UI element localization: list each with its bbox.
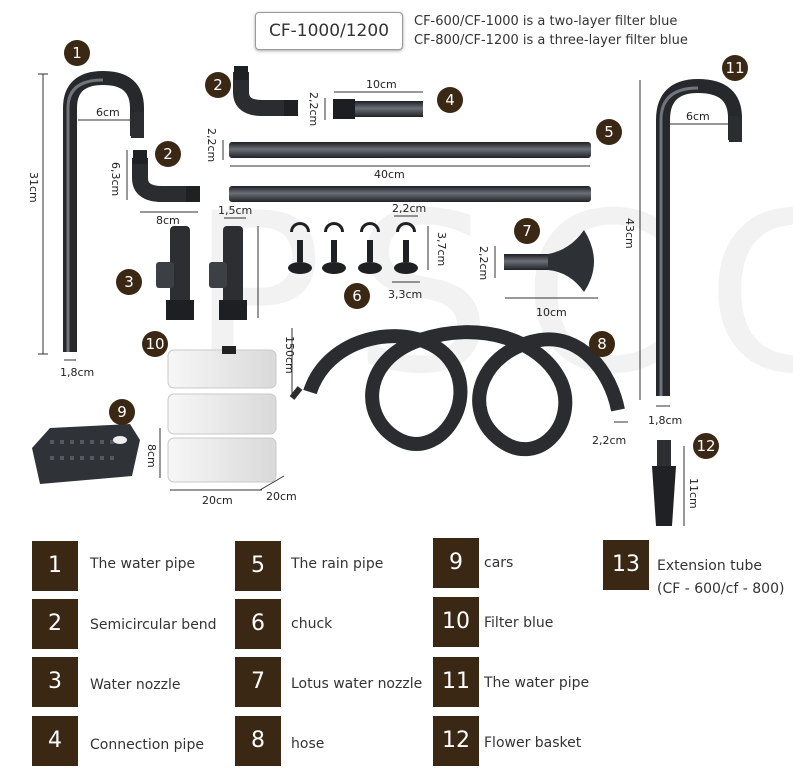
badge-4: 4 xyxy=(437,87,463,113)
semicircular-bend-top xyxy=(233,66,298,116)
dim-bend-width: 8cm xyxy=(156,214,180,227)
water-pipe-11 xyxy=(639,78,742,407)
filter-blue xyxy=(159,346,285,491)
legend-num-3: 3 xyxy=(32,657,78,707)
connection-pipe xyxy=(324,91,423,120)
legend-num-11: 11 xyxy=(433,657,479,707)
badge-11: 11 xyxy=(722,55,748,81)
dim-chuck-height: 3,7cm xyxy=(435,232,448,267)
dim-filter-depth: 20cm xyxy=(266,490,297,503)
dim-lotus-height: 2,2cm xyxy=(477,246,490,281)
flower-basket xyxy=(652,440,685,526)
layer-note-three: CF-800/CF-1200 is a three-layer filter b… xyxy=(414,33,688,48)
legend-label-7: Lotus water nozzle xyxy=(291,676,423,692)
legend-num-8: 8 xyxy=(235,716,281,766)
dim-pipe1-diameter: 1,8cm xyxy=(60,366,95,379)
dim-basket-height: 11cm xyxy=(687,478,700,509)
dim-lotus-length: 10cm xyxy=(536,306,567,319)
dim-hose-length: 150cm xyxy=(283,336,296,374)
badge-2-mid: 2 xyxy=(155,141,181,167)
dim-filter-height: 8cm xyxy=(145,444,158,468)
legend-num-1: 1 xyxy=(32,541,78,591)
dim-rain-diameter: 2,2cm xyxy=(205,128,218,163)
legend-label-13-models: (CF - 600/cf - 800) xyxy=(657,581,785,597)
chuck xyxy=(288,215,429,283)
legend-label-4: Connection pipe xyxy=(90,737,204,753)
legend-num-4: 4 xyxy=(32,716,78,766)
badge-2-top: 2 xyxy=(205,72,231,98)
legend-label-1: The water pipe xyxy=(90,556,196,572)
layer-note-two: CF-600/CF-1000 is a two-layer filter blu… xyxy=(414,14,678,29)
lotus-water-nozzle xyxy=(494,230,598,299)
cars-base-plate xyxy=(32,424,140,484)
badge-3: 3 xyxy=(116,269,142,295)
badge-10: 10 xyxy=(142,331,168,357)
legend-num-5: 5 xyxy=(235,541,281,591)
legend-label-6: chuck xyxy=(291,616,333,632)
dim-bend-small-height: 2,2cm xyxy=(307,92,320,127)
legend-label-11: The water pipe xyxy=(484,675,590,691)
semicircular-bend-mid xyxy=(126,150,200,213)
badge-6: 6 xyxy=(344,283,370,309)
badge-12: 12 xyxy=(693,433,719,459)
dim-bend-height: 6,3cm xyxy=(109,162,122,197)
dim-pipe11-height: 43cm xyxy=(623,218,636,249)
dim-pipe1-height: 31cm xyxy=(27,172,40,203)
legend-num-10: 10 xyxy=(433,597,479,647)
badge-9: 9 xyxy=(109,399,135,425)
legend-label-8: hose xyxy=(291,736,325,752)
legend-num-9: 9 xyxy=(433,538,479,588)
legend-label-13: Extension tube xyxy=(657,558,763,574)
badge-8: 8 xyxy=(589,331,615,357)
legend-label-3: Water nozzle xyxy=(90,677,181,693)
dim-rain-length: 40cm xyxy=(374,168,405,181)
legend-label-9: cars xyxy=(484,555,514,571)
legend-label-12: Flower basket xyxy=(484,735,582,751)
legend-label-10: Filter blue xyxy=(484,615,554,631)
water-nozzle xyxy=(156,217,259,320)
legend-num-13: 13 xyxy=(603,540,649,590)
legend-num-7: 7 xyxy=(235,657,281,707)
dim-hose-diameter: 2,2cm xyxy=(592,434,627,447)
legend-num-6: 6 xyxy=(235,599,281,649)
water-pipe-1 xyxy=(38,70,144,361)
badge-1: 1 xyxy=(64,40,90,66)
legend-num-12: 12 xyxy=(433,716,479,766)
rain-pipe xyxy=(222,140,591,202)
legend-label-5: The rain pipe xyxy=(291,556,384,572)
dim-chuck-width: 2,2cm xyxy=(392,202,427,215)
dim-filter-width: 20cm xyxy=(202,494,233,507)
dim-chuck-base: 3,3cm xyxy=(388,288,423,301)
badge-7: 7 xyxy=(514,218,540,244)
watermark: PSCCC xyxy=(190,166,793,422)
model-title: CF-1000/1200 xyxy=(255,12,403,50)
dim-pipe11-width: 6cm xyxy=(686,110,710,123)
dim-connection-length: 10cm xyxy=(366,78,397,91)
badge-5: 5 xyxy=(596,119,622,145)
dim-pipe11-diameter: 1,8cm xyxy=(648,414,683,427)
dim-pipe1-width: 6cm xyxy=(96,106,120,119)
legend-label-2: Semicircular bend xyxy=(90,617,217,633)
product-parts-diagram: PSCCC xyxy=(32,66,793,526)
hose xyxy=(289,325,628,457)
legend-num-2: 2 xyxy=(32,599,78,649)
dim-nozzle-width: 1,5cm xyxy=(218,204,253,217)
